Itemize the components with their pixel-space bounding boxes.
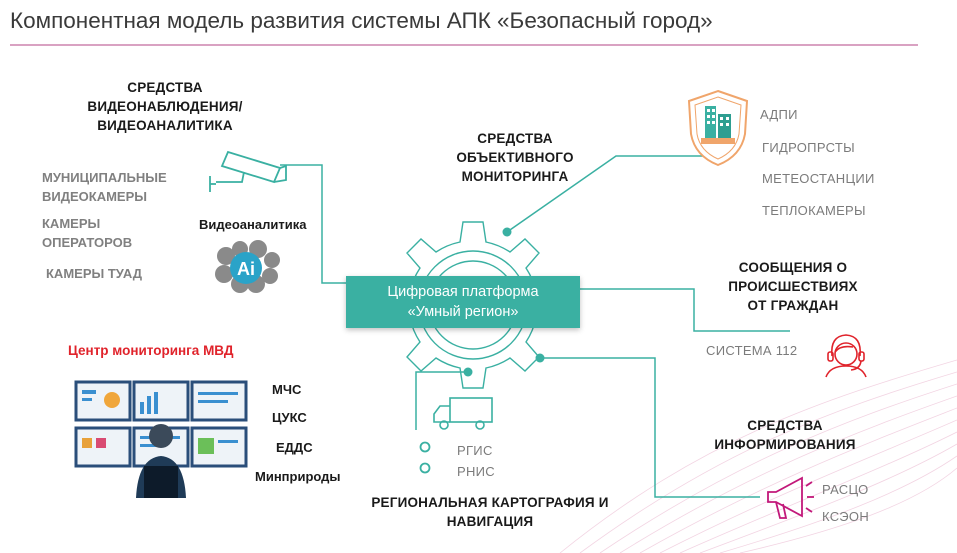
carto-item-rnis: РНИС xyxy=(457,464,495,479)
cctv-camera-icon xyxy=(209,150,287,192)
video-item-line: ВИДЕОКАМЕРЫ xyxy=(42,189,147,204)
mvd-item-mchs: МЧС xyxy=(272,382,302,397)
video-heading-line: СРЕДСТВА xyxy=(127,80,203,95)
platform-line2: «Умный регион» xyxy=(407,304,519,320)
reports-item-112: СИСТЕМА 112 xyxy=(706,343,798,358)
monitoring-item-thermal: ТЕПЛОКАМЕРЫ xyxy=(762,203,866,218)
analytics-label: Видеоаналитика xyxy=(199,217,307,232)
video-item-tuad: КАМЕРЫ ТУАД xyxy=(46,266,143,281)
inform-heading-line: СРЕДСТВА xyxy=(747,418,823,433)
mvd-item-minprirody: Минприроды xyxy=(255,469,341,484)
ai-text: Ai xyxy=(237,259,255,279)
video-item-operators: КАМЕРЫ ОПЕРАТОРОВ xyxy=(42,214,132,252)
video-heading-line: ВИДЕОАНАЛИТИКА xyxy=(97,118,233,133)
video-item-line: ОПЕРАТОРОВ xyxy=(42,235,133,250)
video-heading: СРЕДСТВА ВИДЕОНАБЛЮДЕНИЯ/ ВИДЕОАНАЛИТИКА xyxy=(60,78,270,135)
video-heading-line: ВИДЕОНАБЛЮДЕНИЯ/ xyxy=(87,99,243,114)
page-title: Компонентная модель развития системы АПК… xyxy=(10,8,713,33)
monitoring-heading: СРЕДСТВА ОБЪЕКТИВНОГО МОНИТОРИНГА xyxy=(450,129,580,186)
mvd-item-tsuks: ЦУКС xyxy=(272,410,307,425)
monitoring-heading-line: ОБЪЕКТИВНОГО xyxy=(456,150,574,165)
carto-item-rgis: РГИС xyxy=(457,443,493,458)
monitoring-item-meteo: МЕТЕОСТАНЦИИ xyxy=(762,171,875,186)
digital-platform-box: Цифровая платформа «Умный регион» xyxy=(346,276,580,328)
mvd-heading: Центр мониторинга МВД xyxy=(68,343,234,358)
truck-icon xyxy=(433,397,493,430)
cartography-heading: РЕГИОНАЛЬНАЯ КАРТОГРАФИЯ И НАВИГАЦИЯ xyxy=(355,493,625,531)
reports-heading-line: ПРОИСШЕСТВИЯХ xyxy=(728,279,858,294)
monitoring-item-hydro: ГИДРОПРСТЫ xyxy=(762,140,855,155)
cartography-heading-line: НАВИГАЦИЯ xyxy=(446,514,534,529)
video-item-line: МУНИЦИПАЛЬНЫЕ xyxy=(42,170,167,185)
operator-headset-icon xyxy=(825,334,867,378)
megaphone-icon xyxy=(767,476,814,519)
monitoring-center-icon xyxy=(74,380,248,498)
shield-building-icon xyxy=(687,89,749,167)
inform-heading-line: ИНФОРМИРОВАНИЯ xyxy=(714,437,856,452)
monitoring-heading-line: СРЕДСТВА xyxy=(477,131,553,146)
cartography-heading-line: РЕГИОНАЛЬНАЯ КАРТОГРАФИЯ И xyxy=(371,495,609,510)
inform-heading: СРЕДСТВА ИНФОРМИРОВАНИЯ xyxy=(700,416,870,454)
reports-heading-line: ОТ ГРАЖДАН xyxy=(747,298,839,313)
video-item-line: КАМЕРЫ xyxy=(42,216,101,231)
monitoring-heading-line: МОНИТОРИНГА xyxy=(461,169,569,184)
inform-item-rasco: РАСЦО xyxy=(822,482,869,497)
inform-item-kseon: КСЭОН xyxy=(822,509,870,524)
title-divider xyxy=(10,44,918,46)
reports-heading-line: СООБЩЕНИЯ О xyxy=(738,260,848,275)
mvd-item-edds: ЕДДС xyxy=(276,440,313,455)
platform-line1: Цифровая платформа xyxy=(387,284,539,300)
reports-heading: СООБЩЕНИЯ О ПРОИСШЕСТВИЯХ ОТ ГРАЖДАН xyxy=(718,258,868,315)
list-bullets xyxy=(419,441,431,474)
video-item-municipal: МУНИЦИПАЛЬНЫЕ ВИДЕОКАМЕРЫ xyxy=(42,168,167,206)
ai-brain-icon: Ai xyxy=(215,240,280,293)
monitoring-item-adpi: АДПИ xyxy=(760,107,798,122)
